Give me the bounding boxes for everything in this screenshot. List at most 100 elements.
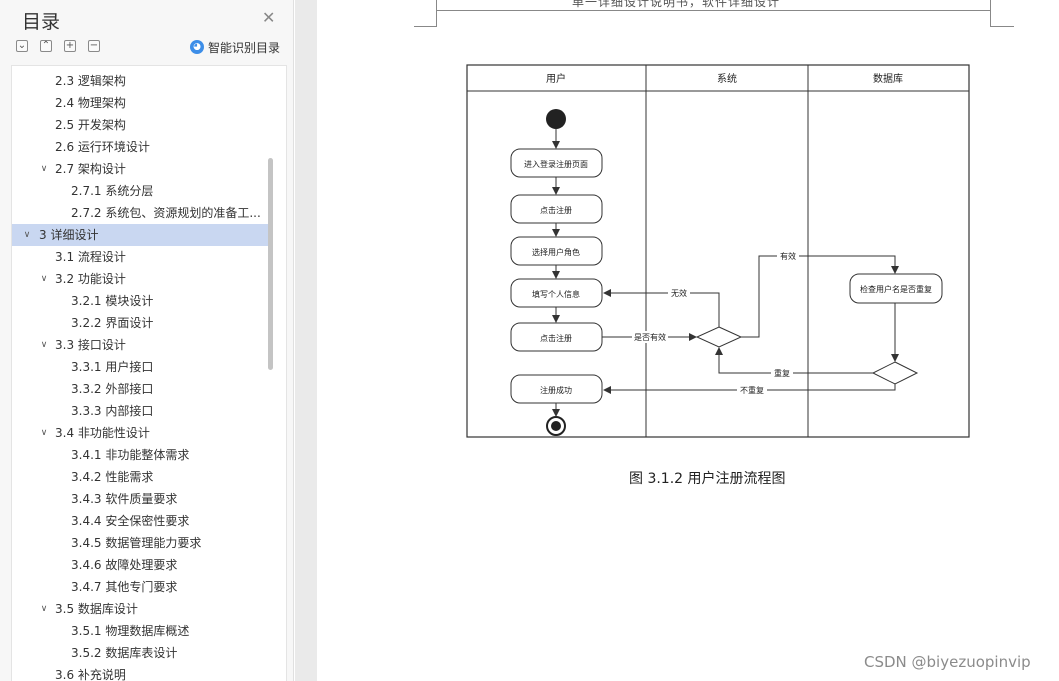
edge-invalid xyxy=(603,289,720,327)
toc-list: 2.3 逻辑架构 2.4 物理架构 2.5 开发架构 2.6 运行环境设计∨2.7 架… xyxy=(12,70,268,681)
toc-item-label: 3.5 数据库设计 xyxy=(55,602,138,616)
toc-item-label: 3.5.2 数据库表设计 xyxy=(71,646,178,660)
toc-item[interactable]: 3.4.5 数据管理能力要求 xyxy=(12,532,268,554)
toc-item[interactable]: 3.4.3 软件质量要求 xyxy=(12,488,268,510)
edge-label-valid-q: 是否有效 xyxy=(634,332,666,342)
toc-item[interactable]: ∨2.7 架构设计 xyxy=(12,158,268,180)
toc-item-label: 3.4.6 故障处理要求 xyxy=(71,558,178,572)
swimlane-frame xyxy=(466,64,970,438)
toc-item[interactable]: 3.3.3 内部接口 xyxy=(12,400,268,422)
smart-recognize-icon: ◕ xyxy=(190,40,204,54)
toc-item-label: 3.4 非功能性设计 xyxy=(55,426,150,440)
toc-item-label: 3.4.2 性能需求 xyxy=(71,470,154,484)
chevron-down-icon[interactable]: ∨ xyxy=(40,164,48,174)
toc-item[interactable]: 3.4.4 安全保密性要求 xyxy=(12,510,268,532)
lane-system-label: 系统 xyxy=(717,72,737,85)
toc-item[interactable]: 2.4 物理架构 xyxy=(12,92,268,114)
toc-item-label: 3.5.1 物理数据库概述 xyxy=(71,624,190,638)
toc-item-label: 3.2.2 界面设计 xyxy=(71,316,154,330)
chevron-down-icon[interactable]: ∨ xyxy=(23,230,31,240)
lane-database-label: 数据库 xyxy=(873,72,903,85)
toc-item[interactable]: ∨ 3.5 数据库设计 xyxy=(12,598,268,620)
toc-item[interactable]: 3.5.2 数据库表设计 xyxy=(12,642,268,664)
toc-item-label: 2.7.1 系统分层 xyxy=(71,184,154,198)
toc-item[interactable]: ∨ 3 详细设计 xyxy=(12,224,268,246)
margin-mark-right xyxy=(990,26,1014,27)
toc-item-label: 2.3 逻辑架构 xyxy=(55,74,126,88)
toc-item[interactable]: 3.4.1 非功能整体需求 xyxy=(12,444,268,466)
close-icon[interactable]: ✕ xyxy=(262,8,276,27)
lane-user-label: 用户 xyxy=(546,72,566,85)
toc-item[interactable]: 2.6 运行环境设计 xyxy=(12,136,268,158)
edge-label-not-duplicate: 不重复 xyxy=(740,385,764,395)
toc-item-label: 3.4.5 数据管理能力要求 xyxy=(71,536,202,550)
figure-caption: 图 3.1.2 用户注册流程图 xyxy=(629,471,786,487)
toc-item-label: 3.1 流程设计 xyxy=(55,250,126,264)
toc-item[interactable]: 3.2.2 界面设计 xyxy=(12,312,268,334)
document-page xyxy=(317,0,1059,681)
toc-item[interactable]: 3.5.1 物理数据库概述 xyxy=(12,620,268,642)
toc-item[interactable]: 2.7.1 系统分层 xyxy=(12,180,268,202)
toc-item-label: 2.4 物理架构 xyxy=(55,96,126,110)
toc-item[interactable]: ∨ 3.3 接口设计 xyxy=(12,334,268,356)
edge-label-invalid: 无效 xyxy=(671,288,687,298)
node-click-register-1-label: 点击注册 xyxy=(540,205,572,215)
chevron-down-icon[interactable]: ∨ xyxy=(40,340,48,350)
toc-item-label: 3.4.7 其他专门要求 xyxy=(71,580,178,594)
page-header-text: 单一详细设计说明书，软件详细设计 xyxy=(572,0,781,9)
toc-item[interactable]: 3.4.2 性能需求 xyxy=(12,466,268,488)
decision-validity xyxy=(695,326,743,348)
toc-item[interactable]: 3.3.1 用户接口 xyxy=(12,356,268,378)
registration-flowchart: 用户 系统 数据库 进入登录注册页面 点击注册 选择用户角色 填写个人信息 点击… xyxy=(466,64,970,438)
watermark: CSDN @biyezuopinvip xyxy=(864,653,1031,671)
node-success-label: 注册成功 xyxy=(540,385,572,395)
page-gutter xyxy=(295,0,317,681)
toc-item[interactable]: 3.4.7 其他专门要求 xyxy=(12,576,268,598)
decision-duplicate xyxy=(871,361,919,385)
margin-mark-left xyxy=(414,26,436,27)
toc-item[interactable]: 3.6 补充说明 xyxy=(12,664,268,681)
chevron-down-icon[interactable]: ∨ xyxy=(40,274,48,284)
collapse-all-icon[interactable]: ⌄ xyxy=(16,40,28,52)
toc-title: 目录 xyxy=(22,11,61,33)
header-rule-right xyxy=(990,0,991,27)
toc-item-label: 2.7.2 系统包、资源规划的准备工... xyxy=(71,206,261,220)
toc-item[interactable]: ∨ 3.2 功能设计 xyxy=(12,268,268,290)
smart-toc-button[interactable]: ◕ 智能识别目录 xyxy=(190,38,280,56)
node-check-duplicate-label: 检查用户名是否重复 xyxy=(860,284,932,294)
node-fill-info-label: 填写个人信息 xyxy=(532,289,580,299)
toc-item-label: 3.4.3 软件质量要求 xyxy=(71,492,178,506)
toc-item[interactable]: 3.2.1 模块设计 xyxy=(12,290,268,312)
toc-item[interactable]: ∨ 3.4 非功能性设计 xyxy=(12,422,268,444)
edge-label-valid: 有效 xyxy=(780,251,796,261)
toc-item-label: 3.3 接口设计 xyxy=(55,338,126,352)
header-rule-left xyxy=(436,0,437,27)
toc-item-label: 3.2 功能设计 xyxy=(55,272,126,286)
toc-item[interactable]: 2.5 开发架构 xyxy=(12,114,268,136)
toc-scrollbar[interactable] xyxy=(268,158,273,370)
toc-item-label: 3 详细设计 xyxy=(39,228,99,242)
node-choose-role-label: 选择用户角色 xyxy=(532,247,580,257)
toc-item-label: 3.3.1 用户接口 xyxy=(71,360,154,374)
toc-item[interactable]: 3.3.2 外部接口 xyxy=(12,378,268,400)
smart-toc-label: 智能识别目录 xyxy=(208,40,281,55)
toc-item[interactable]: 2.3 逻辑架构 xyxy=(12,70,268,92)
toc-item-label: 3.4.4 安全保密性要求 xyxy=(71,514,190,528)
toc-item-label: 3.2.1 模块设计 xyxy=(71,294,154,308)
edge-duplicate xyxy=(715,347,873,374)
toc-item[interactable]: 3.4.6 故障处理要求 xyxy=(12,554,268,576)
toc-item[interactable]: 3.1 流程设计 xyxy=(12,246,268,268)
expand-all-icon[interactable]: ⌃ xyxy=(40,40,52,52)
toc-item-label: 3.6 补充说明 xyxy=(55,668,126,681)
toc-item-label: 2.5 开发架构 xyxy=(55,118,126,132)
toc-item-label: 3.3.3 内部接口 xyxy=(71,404,154,418)
plus-icon[interactable]: + xyxy=(64,40,76,52)
header-rule xyxy=(436,10,990,11)
chevron-down-icon[interactable]: ∨ xyxy=(40,428,48,438)
minus-icon[interactable]: − xyxy=(88,40,100,52)
edge-not-duplicate xyxy=(603,384,896,394)
toc-item[interactable]: 2.7.2 系统包、资源规划的准备工... xyxy=(12,202,268,224)
chevron-down-icon[interactable]: ∨ xyxy=(40,604,48,614)
start-node xyxy=(546,109,566,129)
